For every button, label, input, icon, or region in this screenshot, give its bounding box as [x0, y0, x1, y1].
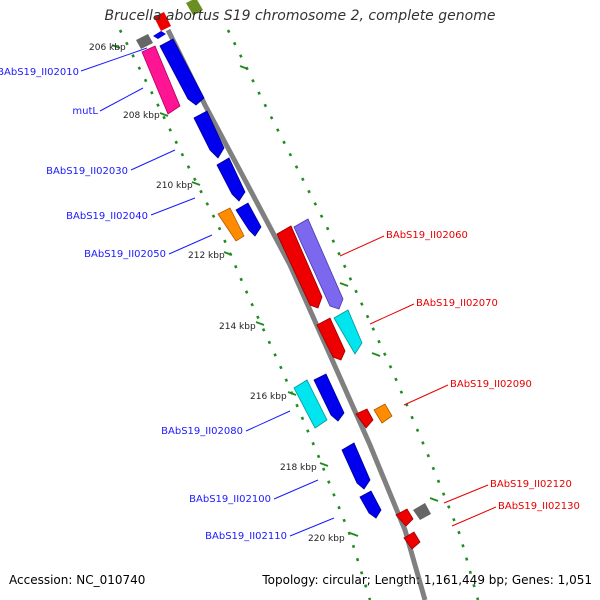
major-tick [287, 391, 297, 396]
gene-label-left: BAbS19_II02100 [189, 494, 271, 505]
leader-line [403, 384, 449, 406]
kbp-label: 212 kbp [188, 251, 225, 261]
gene-babs19-ii02120-pair [413, 503, 431, 520]
leader-line [150, 197, 196, 216]
gene-label-right: BAbS19_II02120 [490, 479, 572, 490]
leader-line [130, 149, 176, 171]
map-title: Brucella abortus S19 chromosome 2, compl… [104, 8, 496, 24]
gene-label-right: BAbS19_II02130 [498, 501, 580, 512]
gene-babs19-ii02120 [395, 508, 414, 527]
gene-red-top [154, 12, 171, 31]
major-tick [371, 352, 381, 357]
gene-green-top [186, 0, 203, 15]
kbp-label: 218 kbp [280, 463, 317, 473]
gene-label-left: BAbS19_II02110 [205, 531, 287, 542]
gene-label-right: BAbS19_II02090 [450, 379, 532, 390]
leader-line [339, 235, 385, 257]
kbp-label: 216 kbp [250, 392, 287, 402]
gene-babs19-ii02060 [276, 225, 323, 309]
accession-text: Accession: NC_010740 [9, 573, 146, 587]
gene-label-left: BAbS19_II02010 [0, 67, 79, 78]
gene-blue-small [153, 31, 166, 39]
leader-line [451, 506, 497, 527]
major-tick [339, 282, 349, 287]
kbp-label: 220 kbp [308, 534, 345, 544]
gene-babs19-ii02080 [293, 379, 328, 429]
major-tick [319, 462, 329, 467]
gene-babs19-ii02010 [159, 38, 205, 106]
topology-text: Topology: circular; Length: 1,161,449 bp… [262, 573, 592, 587]
gene-babs19-ii02040 [216, 157, 246, 202]
gene-gray-2000 [136, 34, 153, 49]
kbp-label: 208 kbp [123, 111, 160, 121]
gene-label-left: BAbS19_II02040 [66, 211, 148, 222]
gene-label-right: BAbS19_II02060 [386, 230, 468, 241]
kbp-label: 206 kbp [89, 43, 126, 53]
kbp-label: 210 kbp [156, 181, 193, 191]
leader-line [168, 234, 213, 255]
gene-babs19-ii02130 [403, 531, 421, 550]
tick-track-right [226, 29, 480, 600]
gene-babs19-ii02080-pair [313, 373, 345, 422]
gene-label-left: BAbS19_II02050 [84, 249, 166, 260]
major-tick [159, 112, 169, 117]
gene-babs19-ii02050-pair [235, 202, 262, 237]
gene-babs19-ii02050 [217, 207, 245, 242]
gene-babs19-ii02060-pair [293, 218, 344, 310]
gene-babs19-ii02070 [316, 317, 346, 361]
leader-line [99, 87, 144, 112]
major-tick [223, 251, 233, 256]
leader-line [80, 47, 148, 72]
leader-line [443, 484, 489, 504]
gene-label-left: BAbS19_II02080 [161, 426, 243, 437]
gene-babs19-ii02090 [355, 408, 374, 429]
gene-babs19-ii02110 [359, 490, 382, 519]
major-tick [429, 497, 439, 502]
gene-babs19-ii02030 [193, 110, 225, 159]
major-tick [255, 321, 265, 326]
gene-mutl [141, 45, 181, 115]
gene-babs19-ii02100 [341, 442, 371, 490]
gene-label-right: BAbS19_II02070 [416, 298, 498, 309]
gene-label-left: BAbS19_II02030 [46, 166, 128, 177]
gene-label-left: mutL [72, 106, 98, 117]
major-tick [239, 65, 249, 70]
leader-line [273, 479, 319, 500]
leader-line [245, 410, 291, 432]
kbp-tick-track-left [118, 29, 372, 600]
gene-babs19-ii02070-pair [333, 309, 363, 355]
leader-line [289, 517, 335, 537]
major-tick [349, 532, 359, 537]
leader-line [369, 303, 415, 325]
kbp-label: 214 kbp [219, 322, 256, 332]
gene-babs19-ii02090-pair [373, 403, 393, 424]
major-tick [111, 44, 121, 49]
major-tick [191, 181, 201, 186]
